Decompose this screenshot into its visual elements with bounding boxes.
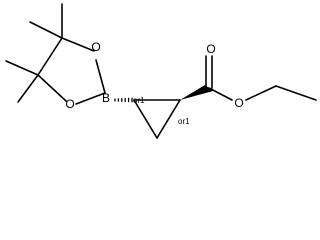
hashed-bond-c-b — [114, 97, 133, 103]
methyl-bond-4 — [17, 74, 39, 103]
atom-oxygen-ring-bottom: O — [65, 97, 74, 111]
bond-c2-c3 — [156, 99, 181, 139]
atom-oxygen-ring-top: O — [91, 40, 100, 54]
bond-c1-c3 — [133, 99, 158, 139]
chemical-structure: B O O O O or1 or1 — [5, 3, 317, 139]
bond-c-c-ring — [37, 37, 63, 76]
pinacol-ring — [37, 37, 106, 105]
stereo-label-left: or1 — [133, 96, 145, 105]
atom-boron: B — [102, 91, 110, 105]
ester-group — [205, 55, 317, 101]
methyl-bond-2 — [29, 21, 63, 39]
bond-b-o-bottom — [75, 92, 106, 105]
stereo-label-right: or1 — [178, 117, 190, 126]
bond-o-ch2 — [245, 85, 277, 101]
methyl-bond-3 — [5, 60, 39, 76]
bond-o-bottom-c — [37, 74, 67, 102]
methyl-groups — [5, 3, 63, 103]
bond-o-top-c — [61, 37, 95, 52]
bond-ch2-ch3 — [275, 85, 317, 101]
bond-c-o-ester — [208, 87, 233, 101]
cyclopropane-ring — [133, 99, 181, 139]
atom-oxygen-ester: O — [234, 96, 243, 110]
wedge-bond-c-carbonyl — [180, 85, 213, 100]
bond-b-o-top — [95, 59, 106, 94]
atom-oxygen-carbonyl: O — [206, 42, 215, 56]
